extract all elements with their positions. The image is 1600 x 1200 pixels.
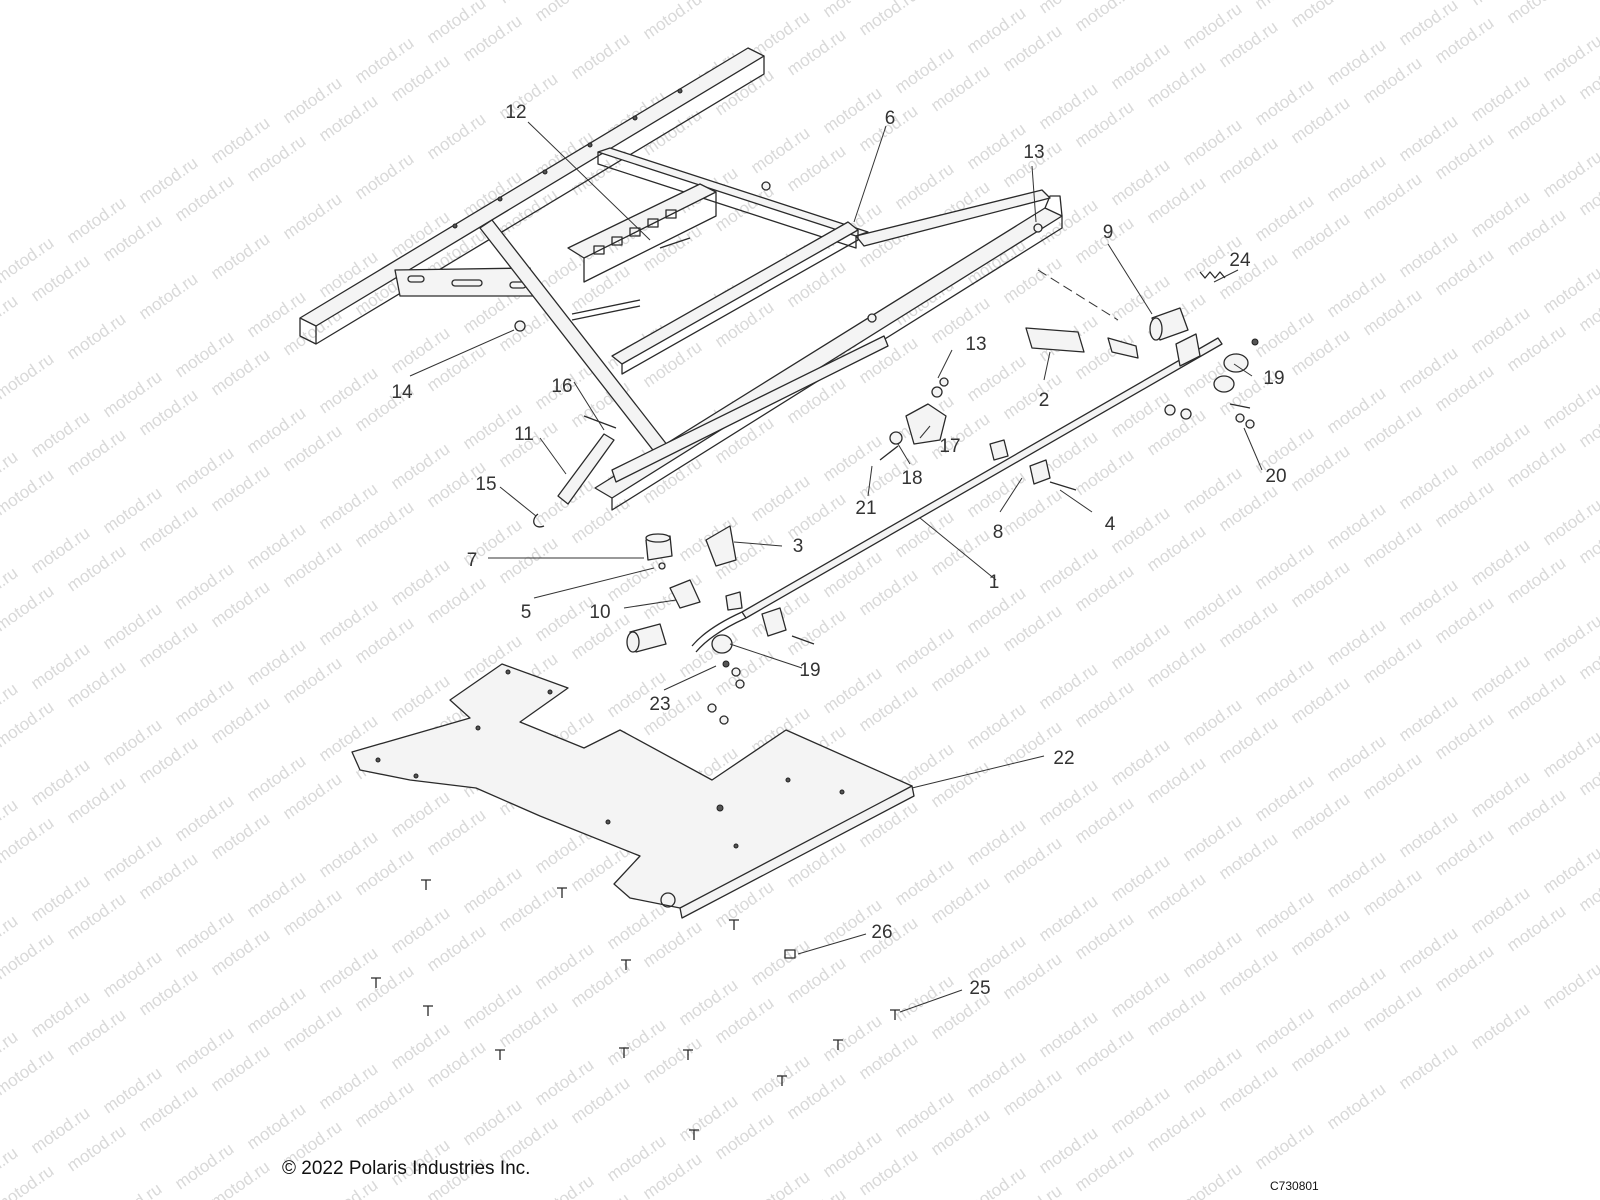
copyright-notice: © 2022 Polaris Industries Inc. (282, 1158, 531, 1179)
callout-3: 3 (793, 536, 804, 557)
callout-23: 23 (649, 694, 670, 715)
watermark-text: motod.ru (1179, 1159, 1245, 1200)
callout-19a: 19 (1263, 368, 1284, 389)
callout-1: 1 (989, 572, 1000, 593)
watermark-text: motod.ru (135, 269, 201, 323)
watermark-text: motod.ru (1467, 999, 1533, 1053)
locator-line (1037, 269, 1119, 321)
callout-14: 14 (391, 382, 413, 403)
callout-16: 16 (551, 376, 572, 397)
watermark-text: motod.ru (0, 1045, 57, 1099)
callout-13b: 13 (965, 334, 986, 355)
watermark-text: motod.ru (0, 581, 57, 635)
callout-9: 9 (1103, 222, 1114, 243)
watermark-text: motod.ru (0, 291, 21, 345)
watermark-text: motod.ru (207, 229, 273, 283)
watermark-text: motod.ru (0, 813, 57, 867)
callout-25: 25 (969, 978, 990, 999)
watermark-text: motod.ru (1251, 1119, 1317, 1173)
callout-24: 24 (1229, 250, 1251, 271)
watermark-text: motod.ru (711, 0, 777, 3)
fasteners (371, 879, 900, 1140)
watermark-text: motod.ru (855, 0, 921, 39)
watermark-text: motod.ru (0, 929, 57, 983)
callout-22: 22 (1053, 748, 1074, 769)
drawing-id: C730801 (1270, 1179, 1319, 1193)
watermark-text: motod.ru (99, 1179, 165, 1200)
watermark-text: motod.ru (747, 1167, 813, 1200)
callout-19b: 19 (799, 660, 820, 681)
watermark-text: motod.ru (1503, 0, 1569, 27)
watermark-text: motod.ru (0, 697, 57, 751)
callout-15: 15 (475, 474, 496, 495)
watermark-text: motod.ru (531, 1171, 597, 1200)
callout-2: 2 (1039, 390, 1050, 411)
watermark-text: motod.ru (963, 1163, 1029, 1200)
watermark-text: motod.ru (1323, 1079, 1389, 1133)
watermark-text: motod.ru (1395, 1039, 1461, 1093)
callout-21: 21 (855, 498, 876, 519)
callout-8: 8 (993, 522, 1004, 543)
callout-20: 20 (1265, 466, 1286, 487)
callout-18: 18 (901, 468, 922, 489)
small-parts (514, 181, 1259, 725)
linkage-rod (691, 333, 1223, 653)
watermark-text: motod.ru (63, 309, 129, 363)
watermark-text: motod.ru (1287, 0, 1353, 31)
callout-labels: 1 2 3 4 5 6 7 8 9 10 11 12 13 13 14 15 1… (391, 102, 1286, 999)
watermark-text: motod.ru (351, 149, 417, 203)
callout-26: 26 (871, 922, 892, 943)
callout-10: 10 (589, 602, 610, 623)
callout-17: 17 (939, 436, 960, 457)
watermark-text: motod.ru (0, 465, 57, 519)
watermark-text: motod.ru (423, 109, 489, 163)
callout-5: 5 (521, 602, 532, 623)
callout-leaders (409, 121, 1263, 1013)
watermark-text: motod.ru (1539, 959, 1600, 1013)
watermark-text: motod.ru (1071, 0, 1137, 35)
callout-6: 6 (885, 108, 896, 129)
callout-12: 12 (505, 102, 526, 123)
watermark-text: motod.ru (639, 0, 705, 43)
watermark-text: motod.ru (0, 349, 57, 403)
watermark-text: motod.ru (567, 29, 633, 83)
watermark-text: motod.ru (279, 189, 345, 243)
callout-11: 11 (514, 424, 534, 445)
callout-4: 4 (1105, 514, 1116, 535)
callout-13a: 13 (1023, 142, 1044, 163)
watermark-text: motod.ru (531, 0, 597, 25)
skid-plate (351, 663, 915, 919)
frame-assembly (299, 47, 1063, 511)
callout-7: 7 (467, 550, 478, 571)
